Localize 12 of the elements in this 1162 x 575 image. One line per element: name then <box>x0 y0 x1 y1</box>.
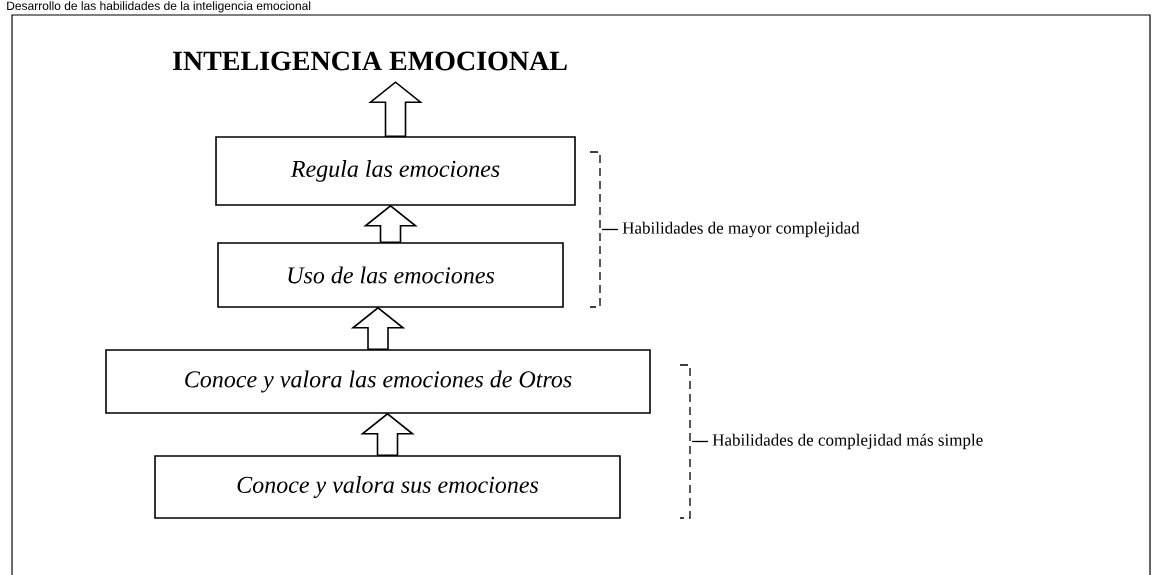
block-arrow <box>350 306 406 350</box>
process-box: Regula las emociones <box>215 136 576 206</box>
process-box: Conoce y valora las emociones de Otros <box>105 349 651 414</box>
block-arrow <box>368 81 423 137</box>
caption: Desarrollo de las habilidades de la inteligencia emocional <box>7 1 311 13</box>
block-arrow <box>360 412 415 456</box>
bracket-label: Habilidades de mayor complejidad <box>622 221 860 238</box>
title: INTELIGENCIA EMOCIONAL <box>173 51 567 71</box>
bracket-label: Habilidades de complejidad más simple <box>712 433 983 450</box>
block-arrow <box>363 204 418 243</box>
process-box: Conoce y valora sus emociones <box>154 455 621 519</box>
process-box: Uso de las emociones <box>217 242 564 308</box>
